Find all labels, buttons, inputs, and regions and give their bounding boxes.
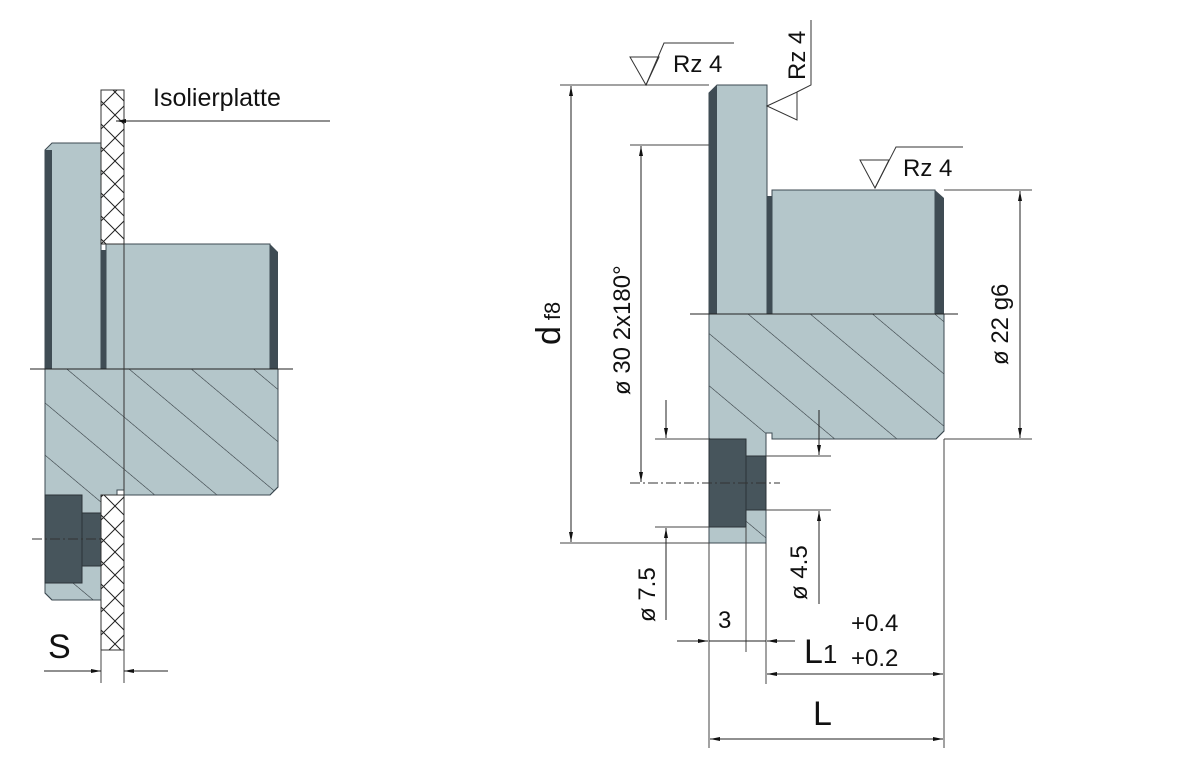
surface-finish-flange-face: Rz 4 (629, 42, 734, 87)
left-section (32, 368, 279, 601)
right-section (630, 313, 945, 544)
surface-finish-flange-side: Rz 4 (765, 20, 812, 121)
flange-thickness-dimension: 3 (677, 607, 795, 643)
surface-roughness-icon (765, 91, 798, 121)
hub-length-lower-tolerance: +0.2 (851, 645, 898, 672)
hub-diameter-dimension: ø 22 g6 (944, 189, 1032, 440)
hub-length-dimension: L1 +0.4 +0.2 (767, 610, 943, 676)
counterbore-label: ø 7.5 (634, 567, 661, 622)
outer-diameter-label: df8 (530, 302, 568, 345)
thickness-dimension: S (44, 628, 168, 683)
right-flange (708, 84, 768, 315)
left-view: Isolierplatte S (30, 84, 330, 683)
svg-text:Rz 4: Rz 4 (673, 51, 722, 78)
surface-roughness-icon (629, 56, 660, 87)
surface-roughness-icon (859, 159, 890, 190)
svg-text:Rz 4: Rz 4 (903, 155, 952, 182)
bolt-circle-dimension: ø 30 2x180° (609, 144, 709, 482)
bolt-circle-label: ø 30 2x180° (609, 265, 636, 395)
hub-length-upper-tolerance: +0.4 (851, 610, 898, 637)
hole-label: ø 4.5 (786, 545, 813, 600)
hub-diameter-label: ø 22 g6 (987, 284, 1014, 365)
hub-length-label: L1 (804, 633, 837, 671)
thickness-label: S (48, 628, 71, 666)
right-view: df8 ø 30 2x180° ø 22 g6 ø 7.5 (530, 20, 1032, 748)
counterbore-dimension: ø 7.5 (634, 400, 709, 622)
svg-text:Rz 4: Rz 4 (784, 31, 811, 80)
surface-finish-hub: Rz 4 (859, 146, 963, 190)
left-hub (101, 243, 278, 370)
flange-thickness-label: 3 (718, 607, 731, 634)
hole-dimension: ø 4.5 (766, 410, 831, 604)
insulating-plate-label: Isolierplatte (153, 84, 281, 112)
outer-diameter-dimension: df8 (530, 84, 709, 544)
right-hub (767, 189, 944, 315)
left-flange (44, 142, 102, 370)
insulating-plate (100, 89, 125, 651)
total-length-dimension: L (710, 695, 943, 741)
total-length-label: L (813, 695, 832, 733)
